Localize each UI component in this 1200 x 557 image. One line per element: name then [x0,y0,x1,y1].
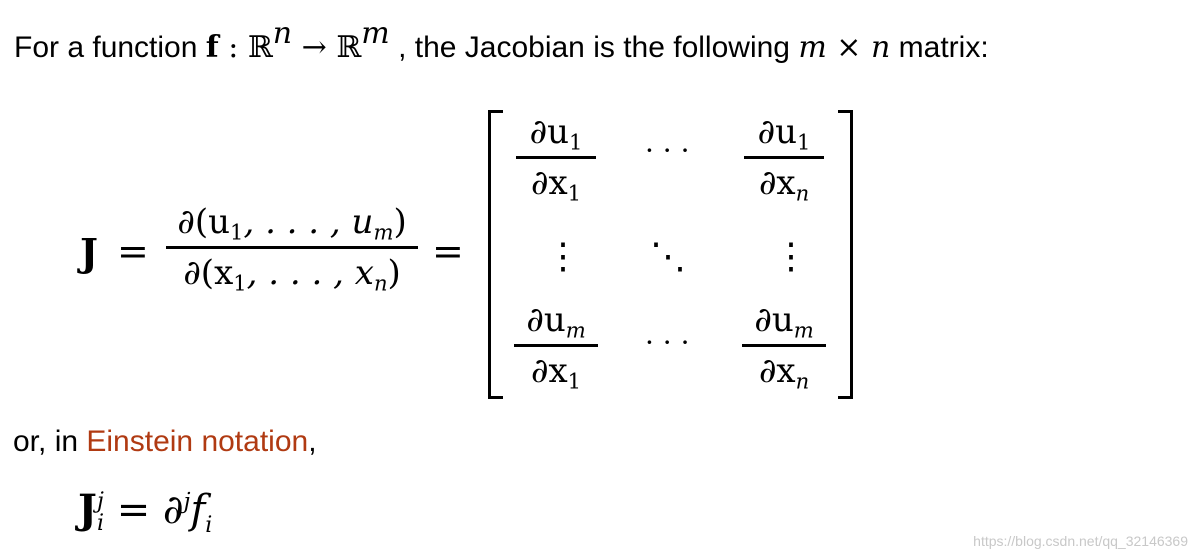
codomain-exponent: m [361,16,390,51]
fraction-denominator: ∂(x1, . . . , xn) [183,253,401,296]
einstein-notation-link[interactable]: Einstein notation [86,425,309,458]
hdots-bottom: · · · [645,326,690,359]
codomain-set: ℝ [336,30,362,65]
matrix-cell-1n: ∂u1 ∂xn [744,112,824,203]
vdots-right: ⋮ [773,236,809,277]
intro-prefix: For a function [14,31,206,64]
intro-sentence: For a function f : ℝn → ℝm , the Jacobia… [14,19,989,68]
equals-partial: = ∂ [103,487,184,533]
watermark: https://blog.csdn.net/qq_32146369 [973,533,1188,549]
fraction-bar [166,246,418,249]
or-suffix: , [308,425,317,458]
partial-superscript: j [183,489,191,515]
left-bracket [488,110,503,399]
dim-n: n [870,30,891,65]
jacobian-fraction: ∂(u1, . . . , um) ∂(x1, . . . , xn) [166,202,418,293]
colon: : [218,30,248,65]
fraction-numerator: ∂(u1, . . . , um) [177,202,407,245]
jacobian-symbol-2: J [78,486,97,533]
intro-middle: , the Jacobian is the following [389,31,799,64]
f-symbol: f [190,487,206,533]
equals-sign-2: = [432,229,464,273]
domain-exponent: n [272,16,293,51]
times: × [826,30,871,65]
equals-sign: = [117,229,149,273]
ddots-center: ⋱ [650,236,686,277]
matrix-cell-m1: ∂um ∂x1 [514,300,598,391]
function-symbol: f [205,30,219,65]
arrow: → [292,30,337,65]
matrix-cell-mn: ∂um ∂xn [742,300,826,391]
jacobian-symbol: J [80,230,98,275]
intro-suffix: matrix: [890,31,989,64]
domain-set: ℝ [247,30,273,65]
einstein-sentence: or, in Einstein notation, [13,425,317,459]
hdots-top: · · · [645,134,690,167]
f-subscript: i [205,513,213,538]
or-prefix: or, in [13,425,87,458]
dim-m: m [798,30,827,65]
right-bracket [838,110,853,399]
vdots-left: ⋮ [545,236,581,277]
matrix-cell-11: ∂u1 ∂x1 [516,112,596,203]
